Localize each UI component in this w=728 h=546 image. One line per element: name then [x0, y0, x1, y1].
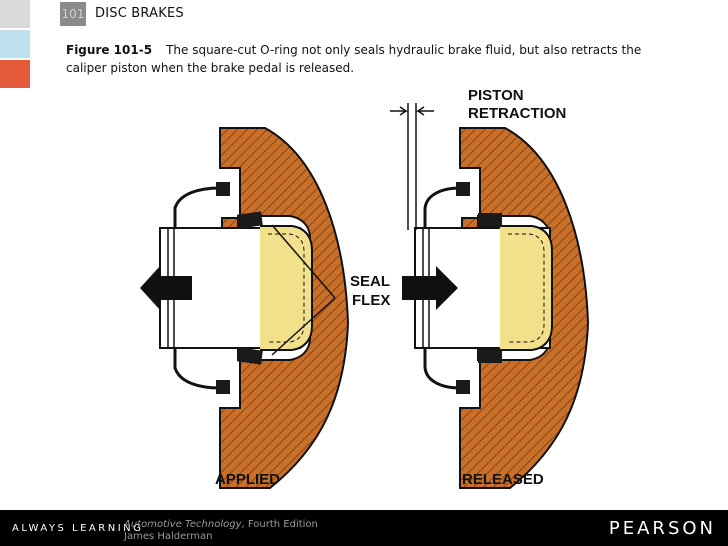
- figure-label: Figure 101-5: [66, 43, 153, 57]
- label-flex: FLEX: [352, 292, 390, 309]
- label-released: RELEASED: [462, 471, 544, 488]
- applied-dust-boot-top: [173, 186, 221, 228]
- car-thumbnail: [0, 0, 30, 28]
- chapter-number: 101: [60, 2, 86, 26]
- applied-direction-arrow: [140, 266, 192, 310]
- book-edition: , Fourth Edition: [241, 519, 318, 530]
- label-applied: APPLIED: [215, 471, 280, 488]
- applied-boot-seal-top: [216, 182, 230, 196]
- released-seal-top: [478, 213, 502, 227]
- applied-piston-cup: [260, 225, 313, 351]
- engine-thumbnail: [0, 30, 30, 58]
- applied-boot-seal-bottom: [216, 380, 230, 394]
- applied-dust-boot-bottom: [173, 348, 221, 390]
- released-dust-boot-bottom: [423, 348, 461, 390]
- label-seal: SEAL: [350, 273, 390, 290]
- thumbnail-strip: [0, 0, 60, 90]
- label-retraction: RETRACTION: [468, 105, 566, 122]
- applied-piston-cup-dash: [268, 233, 305, 343]
- slide-footer: ALWAYS LEARNING Automotive Technology, F…: [0, 510, 728, 546]
- chapter-title: DISC BRAKES: [95, 6, 184, 21]
- released-boot-seal-top: [456, 182, 470, 196]
- book-title: Automotive Technology: [124, 519, 242, 530]
- retraction-arrow-left: [390, 106, 409, 116]
- retraction-arrow-right: [415, 106, 434, 116]
- caliper-diagram: PISTON RETRACTION SEAL FLEX APPLIED RELE…: [140, 87, 590, 489]
- released-direction-arrow: [402, 266, 458, 310]
- tagline: ALWAYS LEARNING: [12, 523, 144, 534]
- seal-flex-pointer-bottom: [271, 297, 336, 356]
- red-car-thumbnail: [0, 60, 30, 88]
- released-boot-seal-bottom: [456, 380, 470, 394]
- released-seal-bottom: [478, 349, 502, 363]
- released-caliper-assembly: [390, 103, 590, 489]
- released-dust-boot-top: [423, 186, 461, 228]
- applied-seal-top: [237, 211, 263, 229]
- released-piston-cup: [500, 225, 553, 351]
- label-piston: PISTON: [468, 87, 524, 104]
- seal-flex-pointer-top: [271, 224, 336, 299]
- pearson-logo: PEARSON: [608, 518, 716, 539]
- released-piston-cup-dash: [508, 233, 545, 343]
- book-author: James Halderman: [124, 531, 213, 542]
- applied-caliper-assembly: [140, 127, 350, 489]
- book-credit: Automotive Technology, Fourth Edition Ja…: [124, 519, 318, 543]
- caption-text: The square-cut O-ring not only seals hyd…: [66, 43, 642, 75]
- slide-header: 101 DISC BRAKES: [0, 0, 728, 88]
- applied-seal-bottom: [237, 347, 263, 365]
